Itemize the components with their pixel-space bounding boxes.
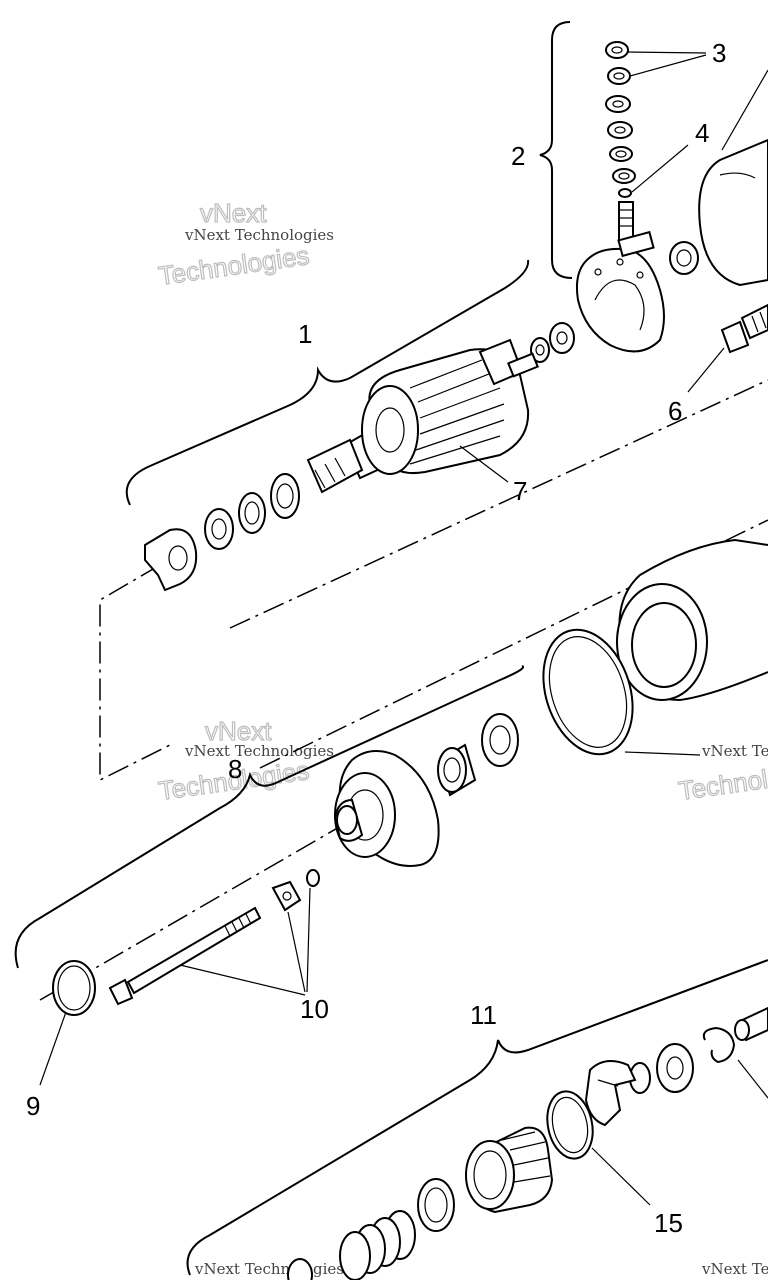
through-bolt-6	[720, 303, 768, 354]
bracket-1	[125, 259, 530, 506]
callout-15: 15	[654, 1208, 683, 1238]
leader-15	[591, 1147, 651, 1206]
centerline-upper	[229, 379, 768, 629]
leader-3a	[627, 51, 707, 54]
leader-6	[687, 347, 725, 393]
leader-10c	[306, 887, 311, 993]
leader-oring	[624, 751, 701, 756]
collar-bottom	[287, 1258, 313, 1280]
svg-text:Technologies: Technologies	[157, 240, 311, 291]
return-spring	[339, 1210, 416, 1280]
clip-plate	[271, 880, 302, 912]
thrust-washer-2	[238, 492, 266, 534]
washer-b	[549, 322, 575, 354]
drive-end-housing	[333, 750, 440, 867]
drive-pinion-gear	[465, 1126, 554, 1214]
centerline-rod	[39, 814, 361, 1001]
through-bolt-10	[108, 906, 262, 1006]
callout-4: 4	[695, 118, 709, 148]
watermark-middle: vNext vNext Technologies Technologies	[156, 715, 334, 806]
svg-text:vNext: vNext	[205, 716, 272, 746]
lock-plate	[144, 528, 198, 592]
washer-lower-1	[656, 1043, 694, 1093]
brush-holder-plate	[575, 247, 665, 353]
end-housing	[698, 138, 768, 287]
needle-bearing	[437, 743, 477, 797]
callout-9: 9	[26, 1091, 40, 1121]
svg-text:Technologies: Technologies	[677, 755, 768, 806]
bushing	[669, 241, 699, 275]
callout-8: 8	[228, 754, 242, 784]
snap-ring-9	[52, 960, 96, 1016]
callout-10: 10	[300, 994, 329, 1024]
leader-shaft	[737, 1059, 768, 1099]
svg-text:vNext Technologies: vNext Technologies	[184, 742, 334, 760]
bearing-outer	[481, 713, 519, 767]
armature	[306, 338, 539, 494]
pinion-shaft	[734, 1006, 768, 1042]
bracket-8	[14, 665, 524, 969]
callout-11: 11	[470, 1000, 497, 1030]
svg-text:vNext Technologies: vNext Technologies	[184, 226, 334, 244]
svg-text:vNext Technologies: vNext Technologies	[701, 742, 768, 760]
bracket-2	[539, 21, 573, 279]
svg-text:vNext Technologies: vNext Technologies	[194, 1260, 344, 1278]
watermark-bottom: vNext Technologies vNext Technologies	[194, 1260, 768, 1278]
leader-3b	[629, 54, 707, 77]
callout-1: 1	[298, 319, 312, 349]
leader-10a	[179, 964, 306, 996]
svg-text:vNext: vNext	[200, 198, 267, 228]
field-housing	[616, 538, 768, 702]
svg-text:vNext Technologies: vNext Technologies	[701, 1260, 768, 1278]
o-ring-large	[542, 628, 634, 756]
retaining-clip	[702, 1026, 736, 1064]
centerline-lower	[259, 519, 768, 769]
callout-3: 3	[712, 38, 726, 68]
leader-4	[631, 144, 689, 193]
callout-2: 2	[511, 141, 525, 171]
leader-9	[39, 1011, 67, 1086]
washer-a	[530, 337, 550, 363]
leader-10b	[287, 911, 306, 993]
watermark-right-mid: vNext Technologies Technologies	[676, 742, 768, 807]
split-collar	[584, 1060, 637, 1127]
bracket-11	[186, 959, 768, 1276]
watermark-top-left: vNext vNext Technologies Technologies	[156, 197, 334, 291]
callouts: 1 2 3 4 6 7 8 9 10 11 15	[26, 38, 726, 1238]
small-o-ring	[306, 869, 320, 887]
nut-washer-stack	[605, 41, 636, 243]
callout-6: 6	[668, 396, 682, 426]
leader-7	[459, 445, 509, 483]
thrust-washer-1	[204, 508, 234, 550]
centerline-left	[99, 564, 171, 782]
thrust-washer-3	[270, 473, 300, 519]
sleeve	[417, 1178, 455, 1232]
callout-7: 7	[513, 476, 527, 506]
